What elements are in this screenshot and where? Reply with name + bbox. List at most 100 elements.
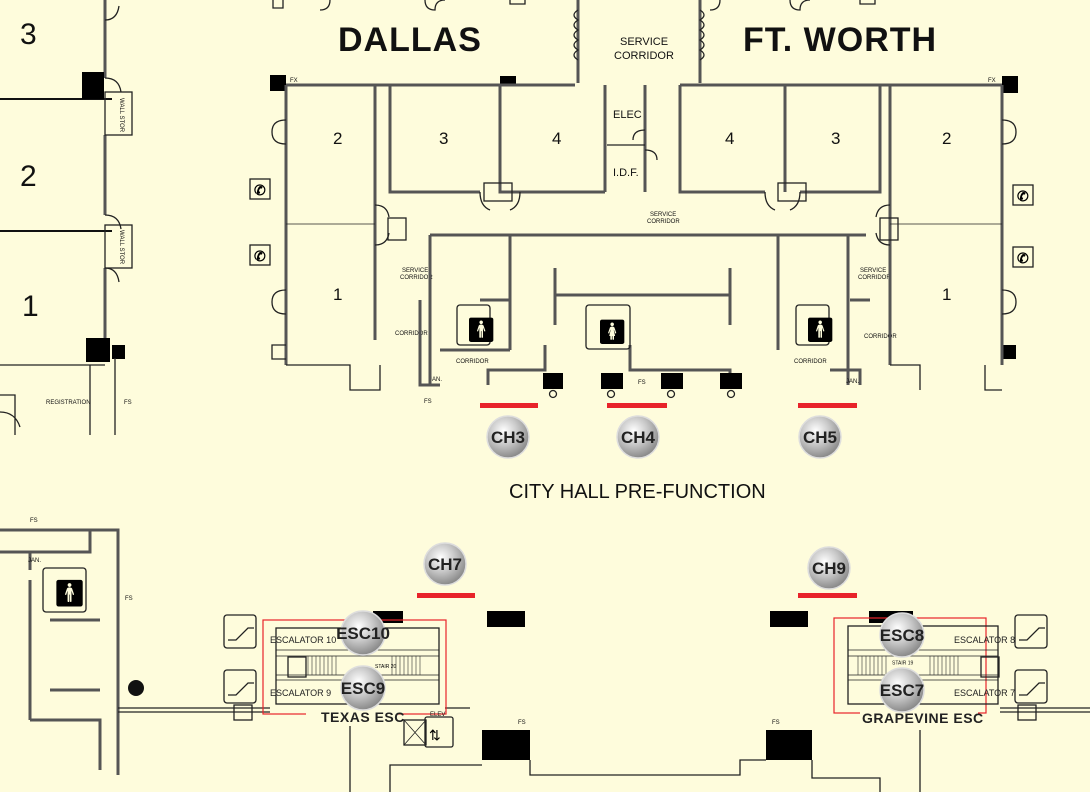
service-corridor-label: CORRIDOR — [614, 50, 674, 62]
room-number: 4 — [552, 129, 561, 148]
mens-restroom-icon: 🚹︎ — [805, 317, 835, 344]
marker-label: CH7 — [428, 555, 462, 574]
womens-restroom-icon: 🚺︎ — [597, 319, 627, 346]
marker-label: ESC8 — [880, 626, 924, 645]
marker-ch9[interactable]: CH9 — [807, 546, 851, 590]
column — [487, 611, 525, 627]
mens-restroom-icon: 🚹︎ — [466, 317, 496, 344]
fs-label: FS — [518, 720, 526, 726]
fs-label: FS — [30, 518, 38, 524]
stair-label: STAIR 19 — [892, 661, 914, 667]
service-label: SERVICE — [402, 268, 428, 274]
column — [86, 338, 110, 362]
column — [770, 611, 808, 627]
elec-room-label: ELEC — [613, 109, 642, 121]
jan-label: JAN. — [429, 377, 442, 383]
room-number: 2 — [20, 160, 37, 193]
escalator-label: ESCALATOR 10 — [270, 635, 336, 645]
marker-label: ESC10 — [336, 624, 390, 643]
marker-underline — [798, 403, 857, 408]
jan-label: JAN. — [28, 558, 41, 564]
column — [112, 345, 125, 359]
marker-ch4[interactable]: CH4 — [616, 415, 660, 459]
escalator-label: ESCALATOR 9 — [270, 688, 331, 698]
marker-label: ESC7 — [880, 681, 924, 700]
left-wing-walls — [0, 0, 133, 435]
fx-label: FX — [290, 78, 298, 84]
fs-label: FS — [424, 399, 432, 405]
escalator-label: ESCALATOR 8 — [954, 635, 1015, 645]
fs-label: FS — [125, 596, 133, 602]
wall-storage-label: WALL STOR — [118, 98, 124, 133]
phone-icon: ✆ — [1017, 188, 1029, 204]
marker-ch7[interactable]: CH7 — [423, 542, 467, 586]
fx-label: FX — [988, 78, 996, 84]
service-label: SERVICE — [860, 268, 886, 274]
dallas-block-walls: ✆ ✆ — [249, 75, 658, 391]
phone-icon: ✆ — [1017, 250, 1029, 266]
hall-title-dallas: DALLAS — [338, 21, 482, 59]
texas-esc-label: TEXAS ESC — [321, 709, 405, 725]
lower-left-walls: 🚹︎ — [0, 528, 1090, 775]
room-number: 1 — [22, 290, 39, 323]
area-title: CITY HALL PRE-FUNCTION — [509, 481, 766, 503]
fs-label: FS — [124, 400, 132, 406]
marker-label: CH9 — [812, 559, 846, 578]
column-round — [128, 680, 144, 696]
grapevine-escalator-bank — [833, 614, 1048, 714]
marker-ch3[interactable]: CH3 — [486, 415, 530, 459]
elevator-label: ELEV — [430, 712, 445, 718]
room-number: 4 — [725, 129, 734, 148]
column — [82, 72, 104, 99]
grapevine-esc-label: GRAPEVINE ESC — [862, 710, 984, 726]
mens-restroom-icon: 🚹︎ — [53, 578, 86, 608]
restroom-block-walls: 🚹︎ 🚺︎ 🚹︎ — [418, 233, 870, 399]
jan-label: JAN. — [846, 379, 859, 385]
corridor-label: CORRIDOR — [400, 275, 433, 281]
column — [766, 730, 812, 760]
room-number: 3 — [831, 129, 840, 148]
room-number: 2 — [333, 129, 342, 148]
registration-label: REGISTRATION — [46, 400, 91, 406]
marker-label: CH5 — [803, 428, 837, 447]
marker-esc7[interactable]: ESC7 — [879, 667, 925, 713]
marker-underline — [417, 593, 475, 598]
corridor-label: CORRIDOR — [864, 334, 897, 340]
phone-icon: ✆ — [254, 248, 266, 264]
fs-label: FS — [772, 720, 780, 726]
corridor-label: CORRIDOR — [395, 331, 428, 337]
fs-label: FS — [638, 380, 646, 386]
service-corridor-walls — [576, 0, 702, 83]
corridor-label: CORRIDOR — [647, 219, 680, 225]
wall-storage-label: WALL STOR — [118, 230, 124, 265]
marker-label: CH3 — [491, 428, 525, 447]
marker-esc10[interactable]: ESC10 — [336, 610, 390, 656]
marker-ch5[interactable]: CH5 — [798, 415, 842, 459]
marker-esc9[interactable]: ESC9 — [340, 665, 386, 711]
ft-worth-block-walls: ✆ ✆ — [678, 76, 1034, 391]
marker-label: CH4 — [621, 428, 656, 447]
idf-room-label: I.D.F. — [613, 167, 639, 179]
hall-title-ft-worth: FT. WORTH — [743, 21, 937, 59]
room-number: 1 — [942, 285, 951, 304]
marker-underline — [480, 403, 538, 408]
corridor-label: CORRIDOR — [858, 275, 891, 281]
column — [482, 730, 530, 760]
room-number: 3 — [439, 129, 448, 148]
stair-label: STAIR 20 — [375, 664, 397, 670]
room-number: 2 — [942, 129, 951, 148]
marker-label: ESC9 — [341, 679, 385, 698]
room-number: 3 — [20, 18, 37, 51]
elevator-icon: ⇅ — [429, 727, 441, 743]
room-number: 1 — [333, 285, 342, 304]
corridor-label: CORRIDOR — [456, 359, 489, 365]
service-corridor-label: SERVICE — [620, 36, 668, 48]
marker-esc8[interactable]: ESC8 — [879, 612, 925, 658]
phone-icon: ✆ — [254, 182, 266, 198]
marker-underline — [607, 403, 667, 408]
service-label: SERVICE — [650, 212, 676, 218]
corridor-label: CORRIDOR — [794, 359, 827, 365]
escalator-label: ESCALATOR 7 — [954, 688, 1015, 698]
